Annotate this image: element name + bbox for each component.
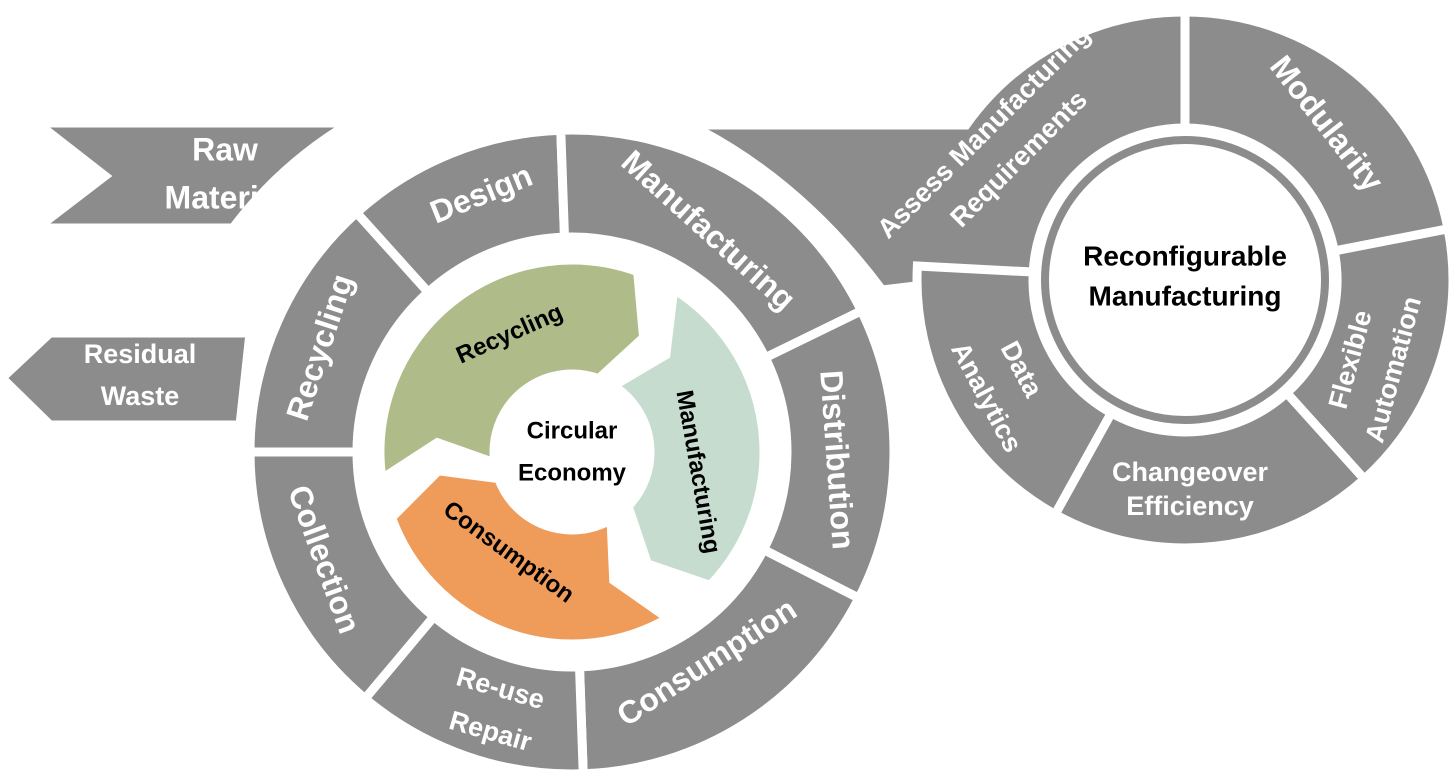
- efficiency-label: Efficiency: [1126, 491, 1254, 521]
- reconfigurable-label-1: Reconfigurable: [1083, 240, 1287, 271]
- reconfigurable-label-2: Manufacturing: [1089, 280, 1282, 311]
- flexible-automation-segment: [1280, 223, 1450, 486]
- changeover-label: Changeover: [1112, 457, 1269, 487]
- raw-material-arrow: [23, 118, 367, 233]
- core-recycling-arrow: [375, 255, 649, 487]
- raw-material-label-1: Raw: [192, 131, 258, 167]
- circular-economy-label-1: Circular: [527, 417, 618, 444]
- changeover-efficiency-segment: [1048, 386, 1371, 553]
- data-analytics-segment: [912, 261, 1118, 521]
- residual-waste-arrow: [0, 328, 256, 430]
- circular-economy-label-2: Economy: [518, 459, 627, 486]
- residual-waste-label-1: Residual: [84, 339, 197, 369]
- core-manufacturing-arrow: [604, 281, 769, 591]
- raw-material-label-2: Material: [165, 179, 286, 215]
- modularity-segment: [1180, 7, 1450, 257]
- residual-waste-label-2: Waste: [101, 381, 180, 411]
- recycling-segment: [245, 206, 435, 457]
- core-consumption-arrow: [386, 466, 677, 649]
- assess-requirements-segment: [687, 7, 1190, 295]
- reconfigurable-center-circle: [1041, 136, 1329, 424]
